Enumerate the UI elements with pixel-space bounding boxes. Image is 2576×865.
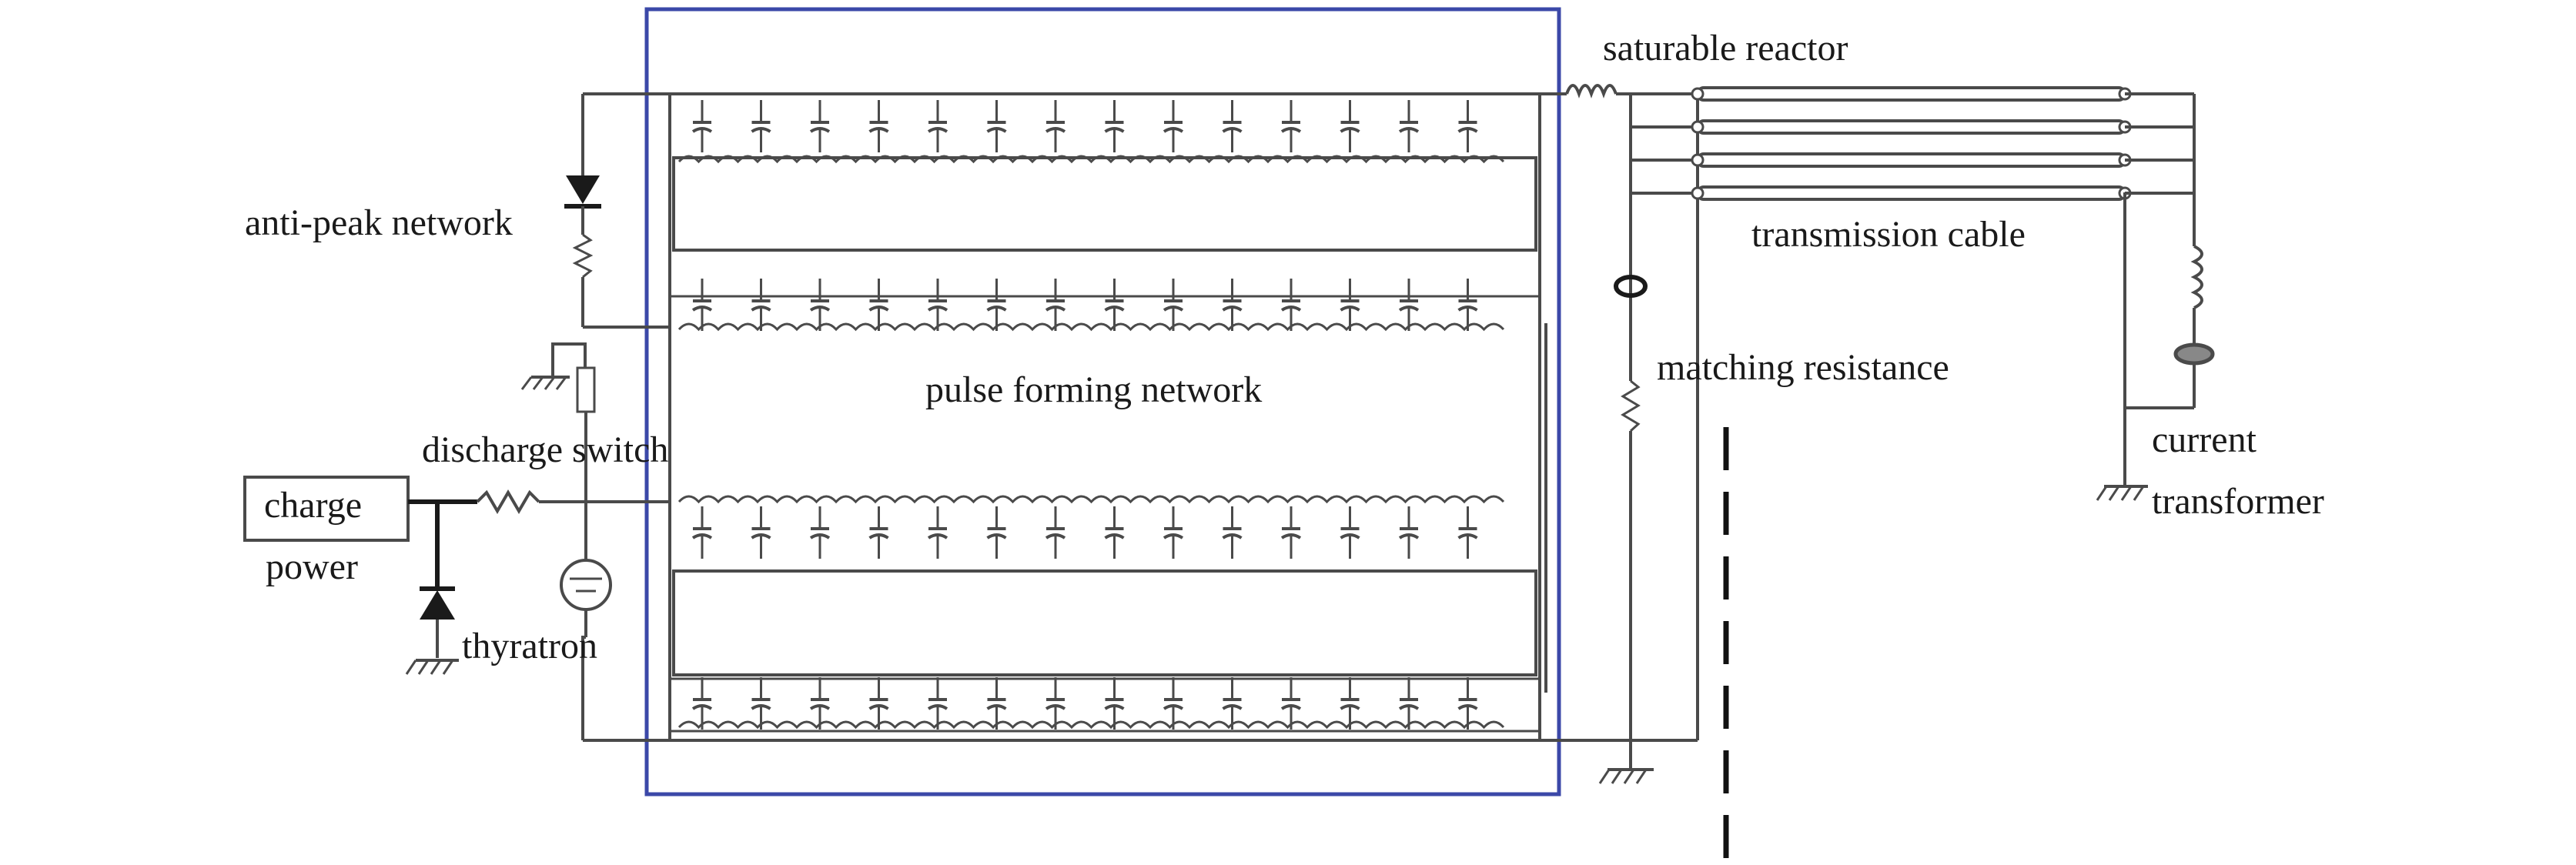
power-label: power [266, 546, 358, 587]
discharge-switch-label: discharge switch [422, 429, 668, 470]
cable-conductor [1631, 86, 2194, 102]
pfn-capacitor-icon [1398, 506, 1420, 559]
charging-diode-icon [420, 590, 455, 620]
matching-resistance-label: matching resistance [1657, 347, 1949, 388]
pfn-capacitor-icon [1340, 677, 1360, 730]
pfn-capacitor-icon [1457, 100, 1478, 152]
matching-resistor-icon [1621, 379, 1641, 432]
pfn-capacitor-icon [1280, 677, 1302, 730]
pfn-capacitor-icon [751, 506, 771, 559]
pfn-capacitor-icon [1163, 677, 1184, 730]
saturable-reactor-coil-icon [1565, 84, 1618, 99]
pfn-capacitor-icon [1340, 100, 1360, 152]
pfn-capacitor-icon [986, 506, 1007, 559]
charge-label: charge [264, 485, 362, 526]
pfn-module [672, 100, 1537, 252]
pfn-capacitor-icon [868, 279, 889, 331]
discharge-switch-resistor-icon [576, 366, 596, 413]
pfn-module-frame [672, 156, 1537, 252]
pfn-module [677, 279, 1505, 332]
pfn-capacitor-icon [1222, 677, 1243, 730]
pfn-capacitor-icon [691, 677, 713, 730]
charging-ground-icon [405, 659, 459, 675]
pfn-capacitor-icon [868, 677, 889, 730]
pfn-capacitor-icon [809, 677, 831, 730]
pfn-capacitor-icon [1163, 100, 1184, 152]
pfn-capacitor-icon [1398, 677, 1420, 730]
saturable-reactor-label: saturable reactor [1603, 28, 1848, 68]
pfn-capacitor-icon [1222, 100, 1243, 152]
pfn-capacitor-icon [691, 100, 713, 152]
pfn-capacitor-icon [1163, 279, 1184, 331]
pulse-forming-network-label: pulse forming network [925, 369, 1262, 410]
pfn-modules [670, 100, 1540, 733]
thyratron-icon [560, 559, 612, 637]
pfn-capacitor-icon [1340, 506, 1360, 559]
pfn-capacitor-icon [1045, 506, 1066, 559]
transmission-cable [1631, 86, 2194, 201]
pfn-capacitor-icon [809, 506, 831, 559]
pfn-capacitor-icon [1457, 506, 1478, 559]
pfn-capacitor-icon [868, 506, 889, 559]
main-wiring [583, 92, 1698, 742]
pfn-capacitor-icon [809, 100, 831, 152]
pfn-capacitor-icon [868, 100, 889, 152]
pfn-capacitor-icon [691, 506, 713, 559]
current-transformer-label-line1: current [2152, 419, 2257, 460]
pfn-capacitor-icon [1163, 506, 1184, 559]
pfn-capacitor-icon [1104, 100, 1125, 152]
pfn-capacitor-icon [691, 279, 713, 331]
pfn-capacitor-icon [1340, 279, 1360, 331]
switch-ground-icon [520, 344, 570, 390]
pfn-capacitor-icon [927, 506, 948, 559]
cable-conductor [1631, 119, 2194, 135]
load-branch [2096, 92, 2215, 501]
pfn-capacitor-icon [1280, 100, 1302, 152]
current-transformer-label-line2: transformer [2152, 481, 2324, 522]
pfn-module [672, 495, 1537, 676]
load-inductor-icon [2190, 245, 2203, 309]
pfn-inductor-chain-icon [677, 720, 1505, 730]
charging-branch [243, 476, 670, 675]
pfn-capacitor-icon [927, 677, 948, 730]
pfn-inductor-chain-icon [677, 322, 1505, 332]
pfn-capacitor-icon [1104, 677, 1125, 730]
pfn-capacitor-icon [1104, 506, 1125, 559]
charging-resistor-icon [476, 489, 540, 514]
current-probe-ring-icon [1614, 275, 1648, 298]
pfn-capacitor-icon [927, 100, 948, 152]
pulse-forming-network-frame [644, 7, 1561, 797]
pfn-inductor-chain-icon [677, 495, 1505, 504]
anti-peak-resistor-icon [572, 233, 594, 279]
transmission-cable-label: transmission cable [1751, 214, 2026, 255]
charge-power-box [243, 476, 410, 542]
cable-conductor [1631, 152, 2194, 168]
pfn-capacitor-icon [1045, 677, 1066, 730]
discharge-switch [520, 342, 612, 740]
pfn-capacitor-icon [1398, 100, 1420, 152]
pfn-module [677, 677, 1505, 730]
anti-peak-network-label: anti-peak network [245, 202, 513, 243]
pfn-capacitor-icon [986, 100, 1007, 152]
pfn-capacitor-icon [751, 100, 771, 152]
pfn-capacitor-icon [1045, 279, 1066, 331]
pfn-capacitor-icon [1457, 677, 1478, 730]
anti-peak-diode-icon [566, 175, 600, 204]
pfn-capacitor-icon [986, 677, 1007, 730]
pfn-capacitor-icon [1045, 100, 1066, 152]
load-ground-icon [2096, 485, 2148, 501]
matching-ground-icon [1598, 768, 1654, 784]
pfn-module-frame [672, 569, 1537, 676]
matching-resistance-branch [1598, 94, 1699, 784]
pfn-capacitor-icon [751, 677, 771, 730]
thyratron-label: thyratron [462, 626, 597, 666]
pfn-inductor-chain-icon [677, 155, 1505, 164]
pfn-capacitor-icon [1222, 506, 1243, 559]
pfn-capacitor-icon [1280, 506, 1302, 559]
anti-peak-network [564, 94, 670, 329]
cable-conductor [1631, 185, 2194, 201]
current-transformer-icon [2173, 342, 2215, 366]
